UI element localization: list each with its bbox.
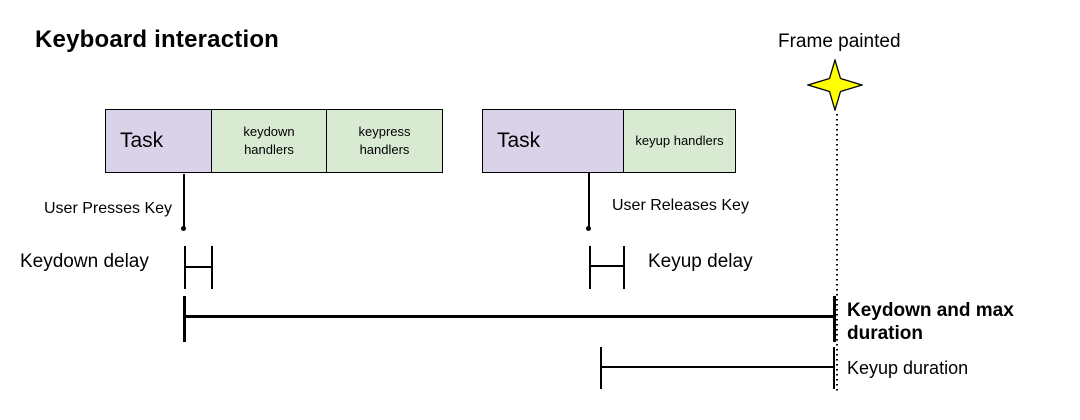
keydown-task-label: Task <box>120 129 164 152</box>
frame-painted-guideline <box>836 114 838 393</box>
frame-painted-label: Frame painted <box>778 31 901 52</box>
keyup-delay-line <box>589 265 624 267</box>
keyup-handlers-label: keyup handlers <box>635 132 724 148</box>
press-event-arrowhead-dot <box>181 226 186 231</box>
keydown-delay-end-tick <box>211 246 213 289</box>
keyup-handlers-segment: keyup handlers <box>623 109 736 173</box>
release-event-arrowhead-dot <box>586 226 591 231</box>
user-presses-key-label: User Presses Key <box>44 200 173 217</box>
keyup-delay-label: Keyup delay <box>648 251 753 272</box>
keyup-duration-start-tick <box>600 347 602 389</box>
keyup-duration-end-tick <box>833 347 835 389</box>
keyup-task-bar: Task keyup handlers <box>482 109 736 173</box>
keydown-duration-line <box>184 315 835 318</box>
diagram-title: Keyboard interaction <box>35 26 280 53</box>
keyup-delay-end-tick <box>623 246 625 289</box>
keydown-task-bar: Task keydown handlers keypress handlers <box>105 109 443 173</box>
keydown-handlers-segment: keydown handlers <box>211 109 327 173</box>
keydown-duration-start-tick <box>183 296 186 342</box>
keydown-delay-line <box>184 266 212 268</box>
user-releases-key-label: User Releases Key <box>612 197 749 214</box>
keydown-max-duration-label: Keydown and max duration <box>847 300 1014 344</box>
press-event-arrow <box>181 174 186 231</box>
keydown-task-segment: Task <box>105 109 212 173</box>
keydown-delay-start-tick <box>184 246 186 289</box>
keydown-duration-end-tick <box>833 296 836 342</box>
release-event-arrow <box>586 173 591 231</box>
keyup-task-segment: Task <box>482 109 624 173</box>
keyup-delay-start-tick <box>589 246 591 289</box>
keydown-delay-label: Keydown delay <box>20 251 149 272</box>
keyup-task-label: Task <box>497 129 541 152</box>
keypress-handlers-segment: keypress handlers <box>326 109 443 173</box>
keypress-handlers-label: keypress handlers <box>358 123 411 157</box>
frame-painted-star-icon <box>807 59 863 111</box>
keyup-duration-label: Keyup duration <box>847 358 969 378</box>
keydown-handlers-label: keydown handlers <box>243 123 295 157</box>
keyup-duration-line <box>601 366 834 368</box>
